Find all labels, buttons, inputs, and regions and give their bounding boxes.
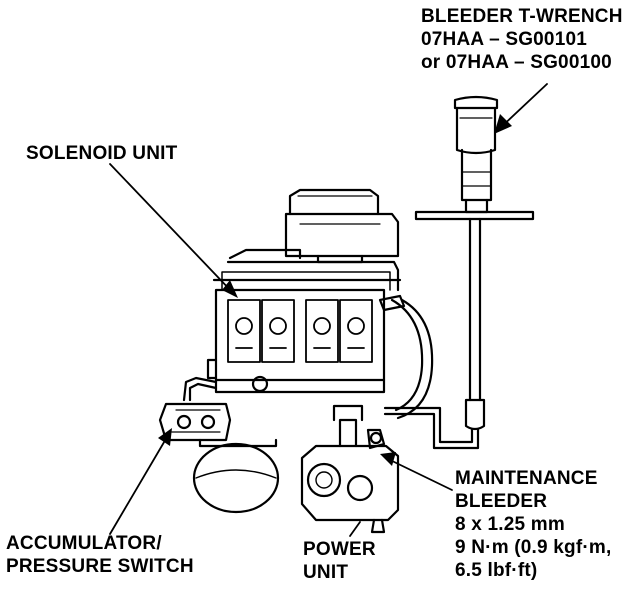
arrow-to-wrench [494, 114, 512, 134]
arrow-to-solenoid [222, 280, 238, 298]
power-unit [300, 404, 400, 534]
accumulator [158, 402, 280, 514]
maintenance-bleeder-label: MAINTENANCE BLEEDER 8 x 1.25 mm 9 N·m (0… [455, 468, 612, 581]
solenoid-unit [206, 248, 402, 394]
bleeder-t-wrench-label: BLEEDER T-WRENCH 07HAA – SG00101 or 07HA… [421, 6, 623, 73]
accumulator-line [182, 376, 218, 402]
accumulator-pressure-switch-label: ACCUMULATOR/ PRESSURE SWITCH [6, 533, 194, 577]
leader-lines [109, 83, 548, 537]
solenoid-unit-label: SOLENOID UNIT [26, 143, 178, 164]
brake-pipe [378, 294, 434, 420]
reservoir [284, 188, 400, 264]
arrow-to-bleeder [380, 452, 396, 466]
bleeder-t-wrench [383, 95, 535, 450]
arrow-to-accumulator [158, 428, 172, 446]
power-unit-label: POWER UNIT [303, 539, 376, 583]
